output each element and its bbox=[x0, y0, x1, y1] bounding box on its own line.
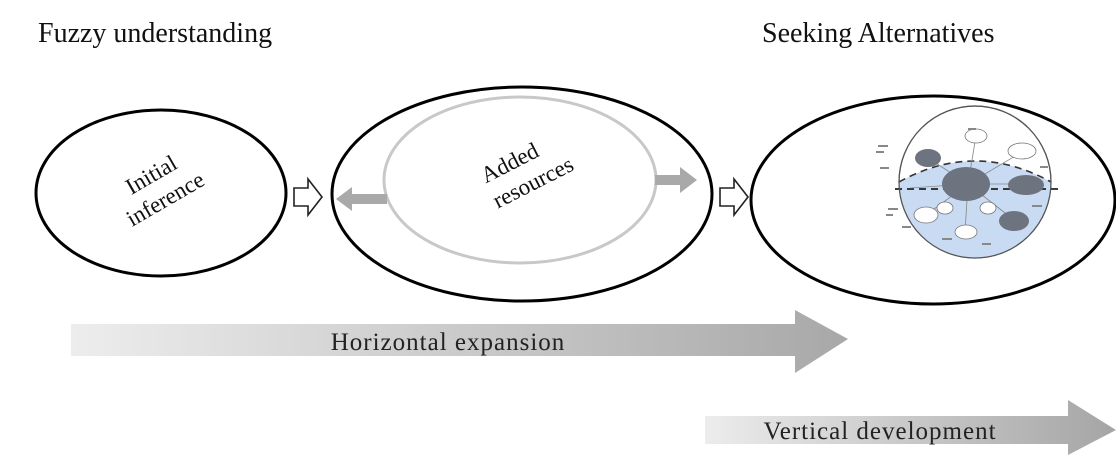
initial-inference-ellipse bbox=[34, 108, 288, 278]
network-node bbox=[915, 149, 941, 167]
network-node bbox=[1007, 142, 1037, 160]
network-node bbox=[1008, 175, 1044, 195]
vertical-development-arrow: Vertical development bbox=[705, 400, 1116, 455]
network-sphere-diagram bbox=[876, 105, 1058, 259]
network-node bbox=[979, 201, 997, 215]
stage-initial-inference: Initial inference bbox=[34, 108, 288, 278]
network-node bbox=[913, 206, 939, 224]
horizontal-expansion-label: Horizontal expansion bbox=[331, 329, 566, 356]
network-node bbox=[999, 211, 1029, 231]
grey-left-arrow bbox=[336, 187, 387, 211]
grey-right-arrow bbox=[655, 167, 697, 193]
stage-added-resources: Added resources bbox=[330, 85, 714, 303]
network-node bbox=[954, 224, 978, 240]
network-tiny-labels bbox=[876, 128, 1048, 245]
vertical-development-label: Vertical development bbox=[763, 418, 996, 445]
hollow-right-arrow-2 bbox=[719, 176, 750, 218]
heading-seeking-alternatives: Seeking Alternatives bbox=[762, 18, 995, 49]
added-resources-outer-ellipse bbox=[330, 85, 714, 303]
network-node bbox=[936, 201, 954, 215]
network-node bbox=[964, 128, 988, 144]
alternatives-outer-ellipse bbox=[749, 94, 1116, 306]
heading-fuzzy-understanding: Fuzzy understanding bbox=[38, 18, 272, 49]
horizontal-expansion-arrow: Horizontal expansion bbox=[71, 310, 848, 373]
hollow-right-arrow-1 bbox=[293, 176, 324, 218]
network-hub-node bbox=[942, 167, 990, 201]
stage-seeking-alternatives bbox=[749, 94, 1116, 306]
